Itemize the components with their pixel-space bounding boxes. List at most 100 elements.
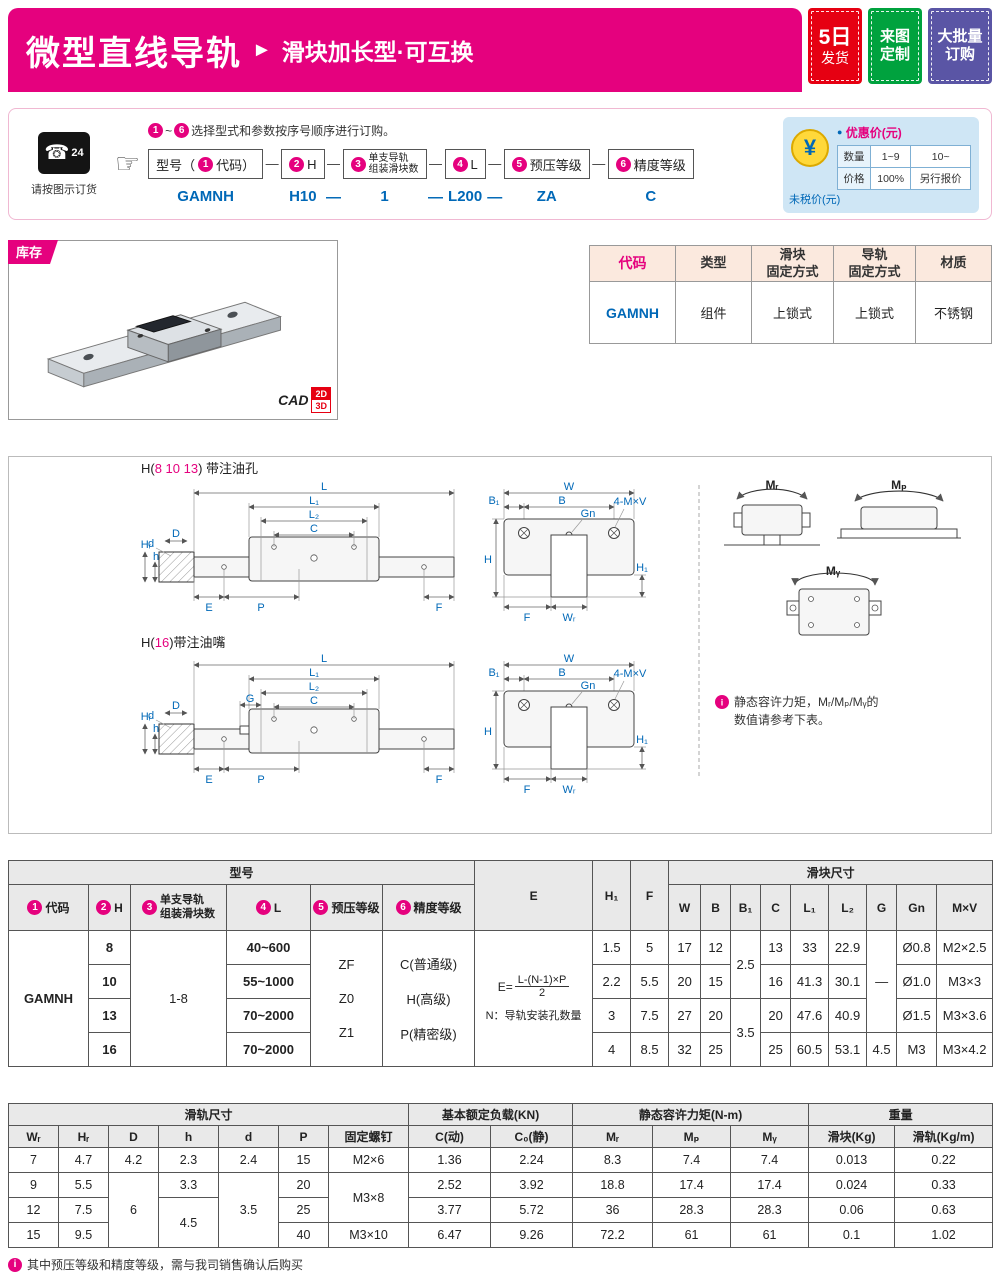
dim-label: H₁ [636, 562, 648, 574]
price-value-1: 100% [869, 167, 912, 190]
drawing-caption-oil-hole: H(8 10 13) 带注油孔 [141, 461, 258, 476]
badge-5day-delivery: 5日 发货 [808, 8, 862, 84]
dim-label: W [564, 481, 575, 493]
cell: 20 [668, 964, 702, 999]
page-title: 微型直线导轨 [26, 34, 242, 73]
cell: 1.36 [408, 1147, 492, 1173]
cell: M2×6 [327, 1147, 410, 1173]
cell: — [866, 930, 898, 1033]
th-label: 单支导轨 [160, 893, 204, 906]
cell: 15 [8, 1222, 59, 1248]
cell: 20 [700, 998, 732, 1033]
cell: 25 [700, 1032, 732, 1067]
th-w: W [668, 884, 702, 931]
field-box: 型号（ 1 代码） [148, 149, 264, 179]
dim-label: B [558, 495, 565, 507]
cell: 22.9 [828, 930, 868, 965]
footer-note: i 其中预压等级和精度等级，需与我司销售确认后购买 [8, 1256, 992, 1273]
cell: 9 [8, 1172, 59, 1198]
th-material: 材质 [915, 245, 992, 282]
price-label: 价格 [837, 167, 871, 190]
th-b1: B₁ [730, 884, 762, 931]
drawing-caption-grease-nipple: H(16)带注油嘴 [141, 635, 226, 650]
order-phone-block: ☎ 24 请按图示订货 [21, 131, 107, 197]
cell-type: 组件 [675, 281, 752, 344]
title-arrow-icon: ► [252, 38, 272, 61]
dim-label: E [205, 602, 212, 614]
cell-block-count: 1-8 [130, 930, 227, 1067]
dim-label: B₁ [488, 667, 499, 679]
cell: 8.5 [630, 1032, 670, 1067]
order-field-length: 4 L L200 [444, 149, 486, 205]
field-label-two-line: 单支导轨 组装滑块数 [369, 153, 419, 176]
cell: 2.5 [730, 930, 762, 999]
th-block-fixing: 滑块固定方式 [751, 245, 834, 282]
badge-line: 5日 [818, 26, 852, 49]
separator: — — [427, 149, 445, 208]
th-label: 精度等级 [413, 901, 462, 915]
dim-label: P [257, 774, 264, 786]
ordering-instruction: 1 ~ 6 选择型式和参数按序号顺序进行订购。 [148, 122, 775, 139]
circled-number: 4 [255, 900, 271, 916]
th-d-upper: D [108, 1125, 159, 1148]
cell: 8.3 [572, 1147, 654, 1173]
price-title-row: ● 优惠价(元) [837, 124, 971, 141]
cell: 15 [278, 1147, 329, 1173]
cell: 6 [108, 1172, 159, 1248]
dim-label: G [246, 693, 255, 705]
spec-table-wrap: 代码 类型 滑块固定方式 导轨固定方式 材质 GAMNH 组件 上锁式 上锁式 … [589, 245, 992, 420]
cell: M2×2.5 [936, 930, 994, 965]
separator: — — [325, 149, 343, 208]
cell: 6.47 [408, 1222, 492, 1248]
cell: 2.4 [218, 1147, 279, 1173]
cell: 5.5 [58, 1172, 109, 1198]
end-view-h16: W B B₁ Gn 4-M×V H H₁ F Wᵣ [484, 653, 648, 796]
cell-code: GAMNH [589, 281, 676, 344]
stock-badge: 库存 [8, 240, 59, 264]
cell: 10 [88, 964, 131, 999]
cell: 61 [652, 1222, 732, 1248]
cell: 9.26 [490, 1222, 574, 1248]
cell: 0.024 [808, 1172, 896, 1198]
cell: 3.3 [158, 1172, 219, 1198]
cell: 7 [8, 1147, 59, 1173]
th-group-block-dims: 滑块尺寸 [668, 860, 994, 885]
th-p: P [278, 1125, 329, 1148]
dim-label: d [148, 538, 154, 550]
field-box: 5 预压等级 [503, 149, 590, 179]
dim-label: F [436, 602, 443, 614]
th-l1: L₁ [790, 884, 830, 931]
formula-numerator: L-(N-1)×P [514, 974, 570, 987]
example-value: 1 [380, 188, 389, 205]
phone-24-label: 24 [71, 146, 84, 159]
dim-label: L₂ [309, 509, 319, 521]
end-view-h8-13: W B B₁ Gn 4-M×V H H₁ F Wᵣ [484, 481, 648, 624]
cell: 40~600 [226, 930, 311, 965]
example-value: L200 [448, 188, 483, 205]
cell: 4.2 [108, 1147, 159, 1173]
page-subtitle: 滑块加长型·可互换 [281, 39, 474, 65]
cell: 0.1 [808, 1222, 896, 1248]
footer-note-text: 其中预压等级和精度等级，需与我司销售确认后购买 [27, 1258, 304, 1272]
cell-material: 不锈钢 [915, 281, 992, 344]
example-value: ZA [536, 188, 557, 205]
cell: 9.5 [58, 1222, 109, 1248]
note-text: 静态容许力矩，Mᵣ/Mₚ/Mᵧ的 [734, 694, 879, 709]
order-field-h: 2 H H10 [281, 149, 325, 205]
order-field-model: 型号（ 1 代码） GAMNH [148, 149, 264, 205]
field-label: 精度等级 [633, 157, 686, 173]
cad-badge[interactable]: CAD 2D 3D [278, 387, 331, 413]
cell: 3.5 [218, 1172, 279, 1248]
cell: 0.22 [894, 1147, 994, 1173]
dim-label: D [172, 528, 180, 540]
dim-label: Gn [581, 508, 596, 520]
note-text: 数值请参考下表。 [734, 712, 830, 727]
cell: 4.5 [866, 1032, 898, 1067]
phone-icon: ☎ 24 [38, 131, 90, 174]
dash: — [326, 189, 342, 206]
side-view-h8-13: L L₁ L₂ C D d Hᵣ h E P F [141, 481, 455, 614]
